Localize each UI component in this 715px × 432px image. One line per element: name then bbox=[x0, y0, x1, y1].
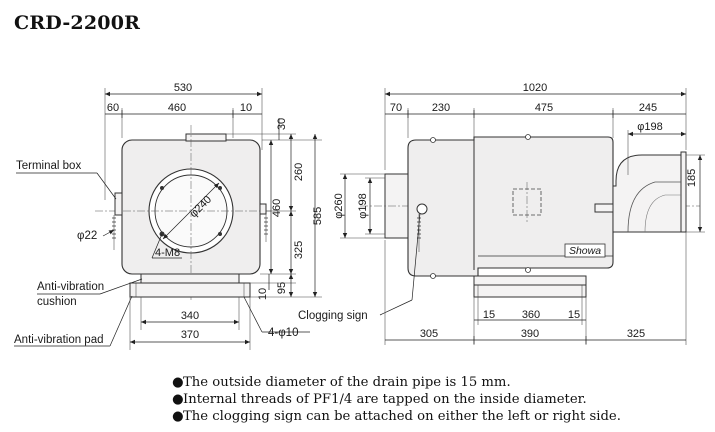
dim-inlet-offset: 70 bbox=[390, 102, 402, 114]
note-2: ●Internal threads of PF1/4 are tapped on… bbox=[172, 391, 621, 408]
dim-inlet-section: 230 bbox=[432, 102, 450, 114]
bolt-icon bbox=[430, 137, 436, 143]
dim-base-offset: 10 bbox=[257, 288, 269, 300]
dim-foot-right: 325 bbox=[627, 328, 645, 340]
dim-body-section: 475 bbox=[535, 102, 553, 114]
terminal-box bbox=[114, 192, 123, 216]
dim-inlet-diameter-side: φ198 bbox=[357, 193, 369, 219]
dim-lower-height: 325 bbox=[293, 241, 305, 259]
side-pad bbox=[473, 284, 587, 298]
anti-vibration-pad-label: Anti-vibration pad bbox=[14, 334, 104, 346]
dim-outlet-diameter: φ198 bbox=[637, 121, 663, 133]
dim-base-mid: 360 bbox=[522, 309, 540, 321]
side-fitting bbox=[594, 203, 614, 213]
anti-vibration-cushion-label-1: Anti-vibration bbox=[37, 281, 104, 293]
dim-pad-inner-width: 340 bbox=[181, 310, 199, 322]
anti-vibration-pad bbox=[129, 282, 251, 298]
bullet-icon: ● bbox=[172, 409, 184, 424]
dim-bolt-spec: 4-M8 bbox=[155, 247, 180, 259]
terminal-box-label: Terminal box bbox=[16, 160, 81, 172]
bolt-icon bbox=[430, 273, 436, 279]
clogging-sign-label: Clogging sign bbox=[298, 310, 368, 322]
bullet-icon: ● bbox=[172, 375, 184, 390]
bolt-hole-icon bbox=[218, 232, 222, 236]
bolt-hole-icon bbox=[160, 186, 164, 190]
top-bracket bbox=[185, 133, 227, 142]
dim-foot-mid: 390 bbox=[521, 328, 539, 340]
dim-outlet-section: 245 bbox=[639, 102, 657, 114]
side-body bbox=[407, 136, 614, 277]
outlet-elbow bbox=[612, 154, 682, 233]
side-view: 1020 70 230 475 245 Clogging sign bbox=[298, 82, 705, 345]
brand-plate bbox=[564, 243, 606, 258]
dim-overall-height: 585 bbox=[312, 207, 324, 225]
bullet-icon: ● bbox=[172, 392, 184, 407]
side-cushion bbox=[473, 275, 587, 286]
dim-pad-outer-width: 370 bbox=[181, 329, 199, 341]
dim-base-height: 95 bbox=[276, 282, 288, 294]
bolt-hole-icon bbox=[218, 186, 222, 190]
note-1: ●The outside diameter of the drain pipe … bbox=[172, 374, 621, 391]
anti-vibration-cushion bbox=[140, 273, 240, 284]
front-view: 530 60 460 10 φ240 4-M8 bbox=[14, 82, 324, 350]
dim-body-width: 460 bbox=[168, 102, 186, 114]
dim-base-left: 15 bbox=[483, 309, 495, 321]
model-title: CRD-2200R bbox=[14, 12, 141, 34]
notes: ●The outside diameter of the drain pipe … bbox=[172, 374, 621, 425]
bolt-icon bbox=[525, 267, 531, 273]
side-fitting bbox=[259, 203, 267, 215]
dim-upper-height: 260 bbox=[293, 163, 305, 181]
note-text: Internal threads of PF1/4 are tapped on … bbox=[183, 392, 587, 407]
dim-overall-length: 1020 bbox=[523, 82, 547, 94]
clogging-sign-icon bbox=[416, 203, 428, 215]
note-text: The clogging sign can be attached on eit… bbox=[183, 409, 621, 424]
brand-name: Showa bbox=[569, 245, 601, 257]
dim-top-offset: 30 bbox=[276, 118, 288, 130]
dim-overall-width: 530 bbox=[174, 82, 192, 94]
dim-outlet-height: 185 bbox=[686, 169, 698, 187]
outlet-flange bbox=[680, 151, 687, 233]
dim-left-offset: 60 bbox=[107, 102, 119, 114]
dim-base-right: 15 bbox=[568, 309, 580, 321]
dim-body-height: 460 bbox=[271, 199, 283, 217]
bolt-icon bbox=[525, 134, 531, 140]
dim-right-offset: 10 bbox=[240, 102, 252, 114]
note-3: ●The clogging sign can be attached on ei… bbox=[172, 408, 621, 425]
dim-pad-holes: 4-φ10 bbox=[268, 327, 298, 339]
note-text: The outside diameter of the drain pipe i… bbox=[183, 375, 511, 390]
anti-vibration-cushion-label-2: cushion bbox=[37, 296, 77, 308]
dim-terminal-pipe: φ22 bbox=[77, 230, 97, 242]
dim-inlet-flange-diameter: φ260 bbox=[333, 193, 345, 219]
dim-foot-left: 305 bbox=[420, 328, 438, 340]
technical-drawing: 530 60 460 10 φ240 4-M8 bbox=[14, 82, 705, 350]
